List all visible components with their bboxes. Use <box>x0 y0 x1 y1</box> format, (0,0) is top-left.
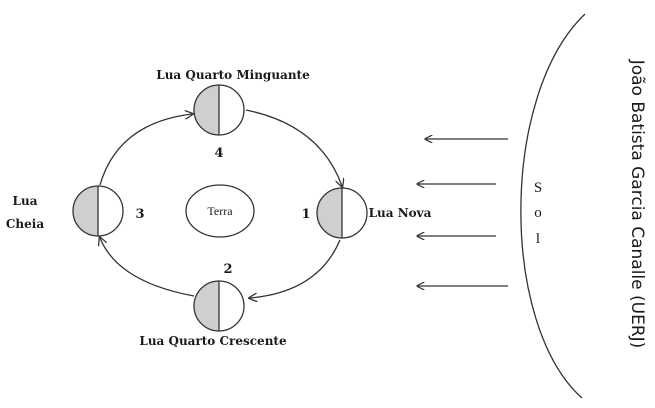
moon-3-shaded-half <box>73 186 98 236</box>
phase-label-cheia-line2: Cheia <box>6 217 44 231</box>
moon-4-shaded-half <box>194 85 219 135</box>
earth-circle <box>185 184 255 238</box>
author-credit: João Batista Garcia Canalle (UERJ) <box>627 59 647 349</box>
moon-2-shaded-half <box>194 281 219 331</box>
phase-number-4: 4 <box>214 146 223 161</box>
moon-phase-2 <box>193 280 245 332</box>
phase-number-3: 3 <box>135 207 144 222</box>
orbit-arc-2-to-3 <box>100 238 195 297</box>
orbit-arc-1-to-2 <box>250 239 341 298</box>
orbit-arc-3-to-4 <box>99 114 192 186</box>
moon-phase-3 <box>72 185 124 237</box>
moon-phase-4 <box>193 84 245 136</box>
phase-label-nova: Lua Nova <box>369 206 432 220</box>
sun-letter-l: l <box>536 231 540 247</box>
sun-letter-s: S <box>534 180 542 196</box>
phase-number-2: 2 <box>223 262 232 277</box>
phase-number-1: 1 <box>301 207 310 222</box>
earth: Terra <box>185 184 255 238</box>
sunlight-rays <box>418 139 508 286</box>
moon-phase-1 <box>316 187 368 239</box>
earth-label: Terra <box>207 204 233 218</box>
orbit <box>99 109 342 298</box>
phase-label-cheia-line1: Lua <box>13 194 38 208</box>
orbit-arc-4-to-1 <box>245 109 342 186</box>
sun-letter-o: o <box>534 205 542 221</box>
sun-limb <box>520 13 586 399</box>
phase-label-quarto-minguante: Lua Quarto Minguante <box>156 68 310 82</box>
moon-1-shaded-half <box>317 188 342 238</box>
phase-label-quarto-crescente: Lua Quarto Crescente <box>139 334 287 348</box>
